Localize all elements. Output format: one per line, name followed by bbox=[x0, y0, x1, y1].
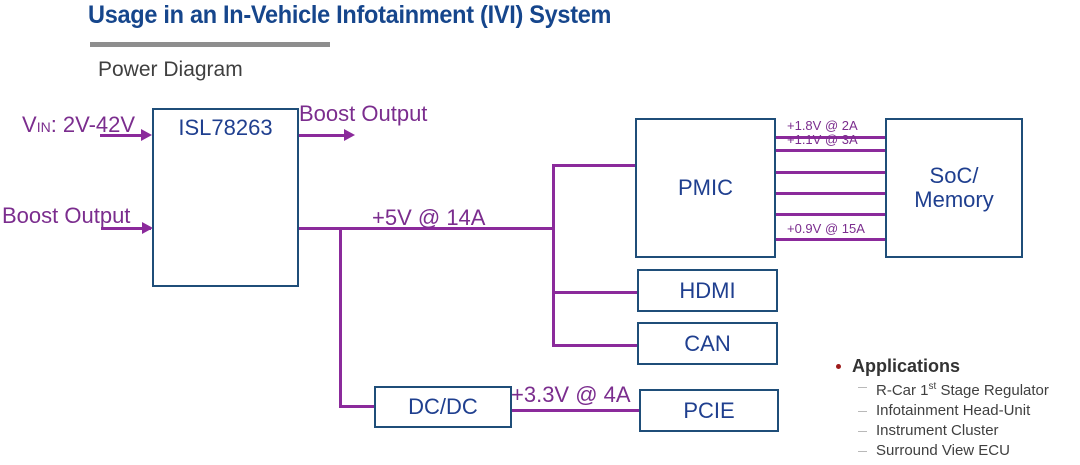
label-vin-subscript: IN bbox=[36, 119, 51, 135]
title-divider bbox=[90, 42, 330, 47]
label-rail-3v3: +3.3V @ 4A bbox=[511, 382, 631, 407]
block-pmic-label: PMIC bbox=[678, 175, 733, 201]
label-rail-1v8: +1.8V @ 2A bbox=[787, 118, 858, 133]
block-pmic[interactable]: PMIC bbox=[635, 118, 776, 258]
block-pcie[interactable]: PCIE bbox=[639, 389, 779, 432]
wire-rail-1v1 bbox=[775, 149, 887, 152]
arrow-vin-input bbox=[141, 129, 152, 141]
dash-icon bbox=[858, 411, 867, 412]
wire-rail-4 bbox=[775, 192, 887, 195]
label-boost-output-left: Boost Output bbox=[2, 203, 131, 228]
block-hdmi[interactable]: HDMI bbox=[637, 269, 778, 312]
list-item-superscript: st bbox=[928, 381, 937, 392]
applications-heading: Applications bbox=[830, 355, 1080, 377]
block-can[interactable]: CAN bbox=[637, 322, 778, 365]
bullet-icon bbox=[836, 364, 841, 369]
wire-5v-to-can bbox=[552, 344, 639, 347]
label-boost-output-top: Boost Output bbox=[299, 101, 428, 126]
wire-boost-output-left bbox=[101, 227, 151, 230]
block-soc-line-2: Memory bbox=[914, 187, 994, 212]
block-isl78263-label: ISL78263 bbox=[178, 115, 273, 140]
applications-heading-label: Applications bbox=[852, 356, 961, 376]
block-hdmi-label: HDMI bbox=[679, 277, 736, 303]
list-item: Infotainment Head-Unit bbox=[830, 401, 1080, 421]
list-item: Surround View ECU bbox=[830, 441, 1080, 461]
dash-icon bbox=[858, 387, 867, 388]
wire-rail-3 bbox=[775, 171, 887, 174]
list-item-text-tail: Stage Regulator bbox=[936, 382, 1049, 399]
block-soc-line-1: SoC/ bbox=[929, 163, 979, 189]
dash-icon bbox=[858, 431, 867, 432]
wire-5v-to-hdmi bbox=[552, 291, 639, 294]
arrow-boost-output-top bbox=[344, 129, 355, 141]
wire-boost-output-top bbox=[299, 134, 345, 137]
label-vin-prefix: V bbox=[22, 112, 37, 137]
applications-list: Applications R-Car 1st Stage Regulator I… bbox=[830, 355, 1080, 461]
label-vin: VIN: 2V-42V bbox=[22, 112, 135, 138]
wire-5v-main bbox=[297, 227, 554, 230]
block-soc-memory-label: SoC/ Memory bbox=[914, 164, 993, 212]
list-item-text: Surround View ECU bbox=[876, 442, 1010, 459]
page-title: Usage in an In-Vehicle Infotainment (IVI… bbox=[88, 1, 612, 29]
list-item: Instrument Cluster bbox=[830, 421, 1080, 441]
list-item-text: Infotainment Head-Unit bbox=[876, 402, 1031, 419]
wire-vin-input bbox=[100, 134, 142, 137]
arrow-boost-output-left bbox=[142, 222, 153, 234]
label-vin-value: : 2V-42V bbox=[50, 112, 136, 137]
dash-icon bbox=[858, 451, 867, 452]
list-item-text: R-Car 1 bbox=[876, 382, 929, 399]
block-dcdc[interactable]: DC/DC bbox=[374, 386, 512, 428]
wire-rail-1v8 bbox=[775, 136, 887, 139]
wire-5v-tap-to-dcdc bbox=[339, 227, 342, 408]
block-dcdc-label: DC/DC bbox=[408, 394, 478, 420]
block-can-label: CAN bbox=[684, 330, 731, 356]
wire-3v3-to-pcie bbox=[510, 409, 641, 412]
label-rail-1v1: +1.1V @ 3A bbox=[787, 132, 858, 147]
list-item: R-Car 1st Stage Regulator bbox=[830, 377, 1080, 401]
block-pcie-label: PCIE bbox=[683, 397, 735, 423]
block-soc-memory[interactable]: SoC/ Memory bbox=[885, 118, 1023, 258]
label-rail-0v9: +0.9V @ 15A bbox=[787, 221, 865, 236]
block-isl78263[interactable]: ISL78263 bbox=[152, 108, 299, 287]
page-subtitle: Power Diagram bbox=[98, 58, 243, 81]
wire-rail-5 bbox=[775, 213, 887, 216]
wire-5v-to-pmic bbox=[552, 164, 637, 167]
wire-rail-0v9 bbox=[775, 238, 887, 241]
list-item-text: Instrument Cluster bbox=[876, 422, 999, 439]
wire-5v-vertical-bus bbox=[552, 164, 555, 347]
label-rail-5v: +5V @ 14A bbox=[372, 205, 486, 230]
wire-dcdc-input bbox=[339, 405, 376, 408]
